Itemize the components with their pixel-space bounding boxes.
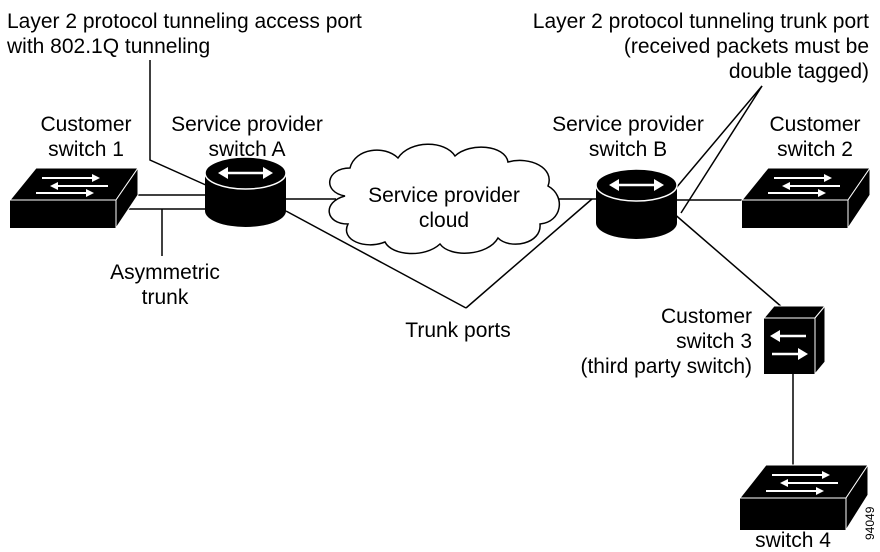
customer-switch-1-label-line-1: Customer (40, 113, 131, 136)
customer-switch-4 (738, 463, 869, 532)
customer-switch-3-label-line-1: Customer (661, 305, 752, 328)
customer-switch-3-label-line-3: (third party switch) (580, 355, 752, 378)
workgroup-switch-icon (740, 166, 871, 230)
cloud-icon (328, 143, 561, 255)
connection-lines (116, 60, 794, 466)
customer-switch-1-label-line-2: switch 1 (48, 138, 124, 161)
workgroup-switch-icon (738, 463, 869, 532)
service-provider-switch-a (204, 156, 287, 227)
figure-number: 94049 (863, 506, 877, 540)
sp-switch-a-label-line-2: switch A (208, 138, 285, 161)
access-port-pointer (149, 60, 209, 187)
router-icon (595, 168, 678, 239)
trunk-port-pointer-1 (680, 85, 763, 214)
customer-switch-3-label-line-2: switch 3 (676, 330, 752, 353)
service-provider-switch-b (595, 168, 678, 239)
sp-switch-a-label-line-1: Service provider (171, 113, 323, 136)
trunk-port-pointer-2 (675, 85, 763, 189)
customer-switch-2-label-line-2: switch 2 (777, 138, 853, 161)
asymmetric-trunk-label-line-1: Asymmetric (110, 261, 220, 284)
customer-switch-1 (8, 166, 139, 230)
cloud-label-line-1: Service provider (368, 184, 520, 207)
cloud-label-line-2: cloud (419, 209, 469, 232)
trunk-port-label-line-3: double tagged) (729, 60, 869, 83)
trunk-ports-label: Trunk ports (405, 319, 510, 342)
trunk-port-label-line-2: (received packets must be (624, 35, 869, 58)
customer-switch-4-label-line-1: Customer (747, 504, 838, 527)
service-provider-cloud (328, 143, 561, 255)
asymmetric-trunk-label-line-2: trunk (142, 286, 189, 309)
multilayer-switch-icon (762, 304, 827, 376)
switch-b-switch-3-link (671, 211, 784, 309)
customer-switch-2 (740, 166, 871, 230)
customer-switch-2-label-line-1: Customer (769, 113, 860, 136)
trunk-port-label-line-1: Layer 2 protocol tunneling trunk port (533, 10, 869, 33)
customer-switch-3 (762, 304, 827, 376)
trunk-ports-pointer-left (285, 210, 467, 309)
sp-switch-b-label-line-2: switch B (589, 138, 667, 161)
access-port-label-line-1: Layer 2 protocol tunneling access port (7, 10, 362, 33)
access-port-label-line-2: with 802.1Q tunneling (6, 35, 210, 58)
router-icon (204, 156, 287, 227)
workgroup-switch-icon (8, 166, 139, 230)
labels: Layer 2 protocol tunneling access port w… (6, 10, 877, 552)
customer-switch-4-label-line-2: switch 4 (755, 529, 831, 552)
trunk-ports-pointer-right (465, 198, 593, 309)
sp-switch-b-label-line-1: Service provider (552, 113, 704, 136)
